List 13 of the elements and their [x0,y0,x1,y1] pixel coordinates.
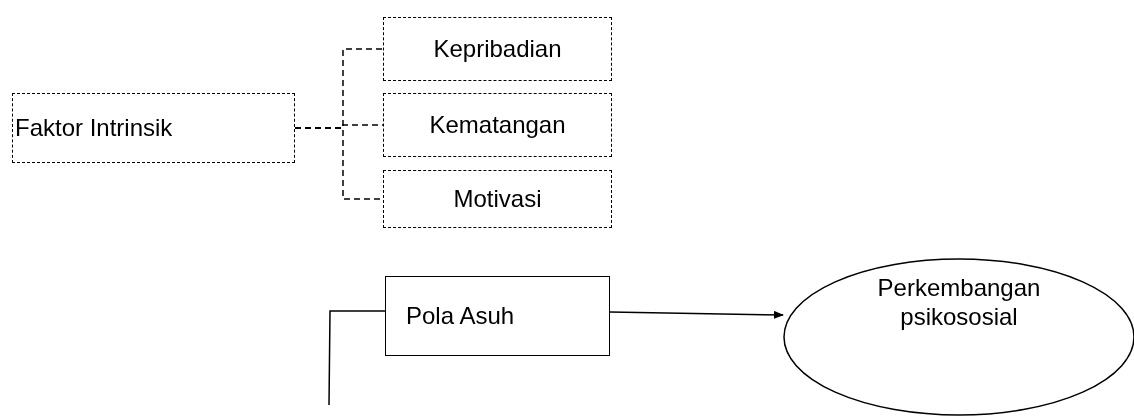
node-text: Kematangan [429,110,566,140]
node-text: Faktor Intrinsik [15,113,173,143]
factor-box [12,93,295,163]
node-text: Motivasi [453,184,542,214]
process-box [385,276,610,356]
factor-box [383,170,612,228]
factor-box [383,93,612,157]
node-text: Pola Asuh [406,301,515,331]
node-text: Kepribadian [433,34,562,64]
line [328,310,386,406]
factor-box [383,17,612,81]
node-text: Perkembangan psikososial [876,274,1042,332]
arrow [609,310,784,319]
